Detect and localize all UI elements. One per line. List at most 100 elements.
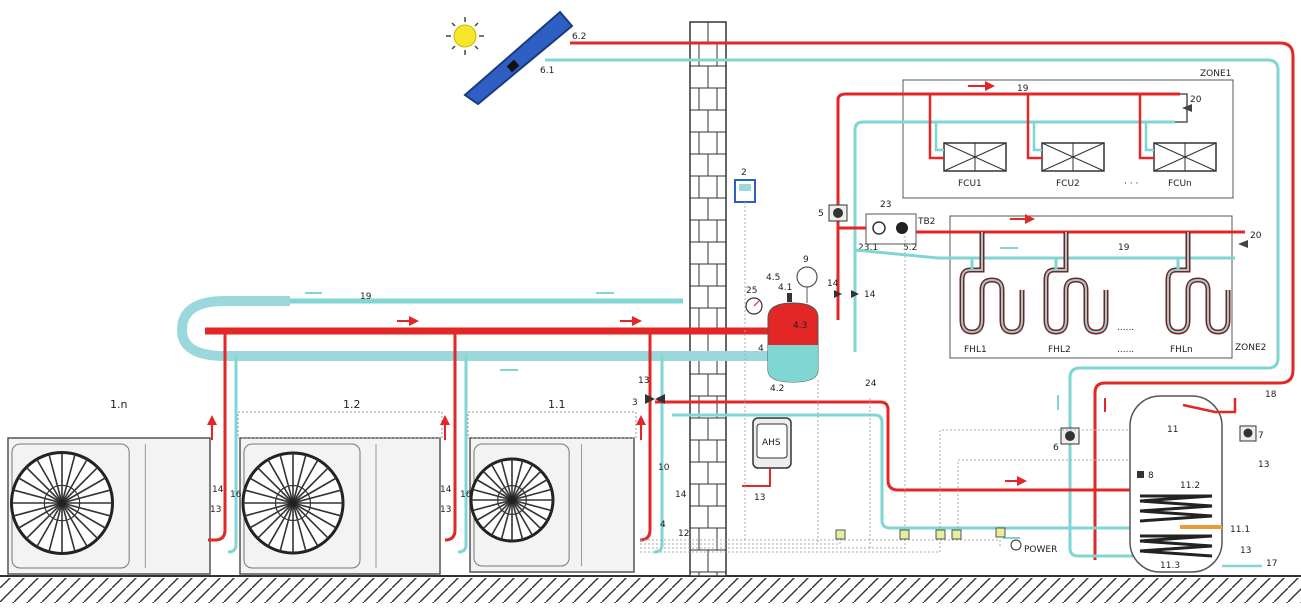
power-icon bbox=[1010, 539, 1022, 551]
label-4-1: 4.1 bbox=[778, 283, 792, 293]
label-13-a: 13 bbox=[638, 376, 649, 386]
expansion-vessel-icon bbox=[796, 266, 818, 288]
label-19-main: 19 bbox=[360, 292, 372, 302]
label-25: 25 bbox=[746, 286, 757, 296]
outdoor-units bbox=[7, 411, 637, 575]
pump-icon bbox=[896, 222, 908, 234]
three-way-valve-icon bbox=[645, 394, 665, 404]
label-17: 17 bbox=[1266, 559, 1277, 569]
fcu-label-3: FCUn bbox=[1168, 179, 1192, 189]
sun-icon bbox=[446, 17, 484, 55]
fhl-label-1: FHL1 bbox=[964, 345, 987, 355]
zone2-title: ZONE2 bbox=[1235, 343, 1266, 353]
fhl-1: FHL1 bbox=[959, 232, 1025, 355]
unit-label-11: 1.1 bbox=[548, 398, 566, 411]
fhl-2: FHL2 bbox=[1043, 232, 1109, 355]
label-14-a: 14 bbox=[827, 279, 839, 289]
zone2-dots-top: ...... bbox=[1117, 323, 1134, 333]
label-23: 23 bbox=[880, 200, 891, 210]
solar-label-top: 6.2 bbox=[572, 32, 586, 42]
label-14-b: 14 bbox=[864, 290, 876, 300]
label-13-c: 13 bbox=[1258, 460, 1269, 470]
dhw-tank: 11 11.2 11.1 11.3 8 bbox=[1129, 395, 1262, 573]
coil-upper-label: 11.2 bbox=[1180, 481, 1200, 491]
label-tb2: TB2 bbox=[917, 217, 935, 227]
label-7: 7 bbox=[1258, 431, 1264, 441]
main-pipe-loop bbox=[176, 296, 768, 361]
dhw-tank-label: 11 bbox=[1167, 425, 1178, 435]
fcu-label-1: FCU1 bbox=[958, 179, 982, 189]
label-19-zone1: 19 bbox=[1017, 84, 1029, 94]
fhl-group: FHL1 FHL2 FHLn bbox=[959, 232, 1231, 355]
unit-labels: 1.n 1.2 1.1 bbox=[110, 398, 566, 411]
label-13-e: 13 bbox=[210, 505, 221, 515]
fhl-label-2: FHL2 bbox=[1048, 345, 1071, 355]
outdoor-unit-3 bbox=[469, 437, 635, 573]
label-4: 4 bbox=[758, 344, 764, 354]
solar-cold-pipe bbox=[545, 58, 1280, 558]
zone1-title: ZONE1 bbox=[1200, 69, 1231, 79]
label-20-zone1: 20 bbox=[1190, 95, 1202, 105]
label-19-zone2: 19 bbox=[1118, 243, 1130, 253]
mixing-valve-icon bbox=[872, 221, 886, 235]
power-supply: POWER bbox=[1010, 539, 1057, 555]
ground bbox=[0, 575, 1301, 603]
fcu-label-2: FCU2 bbox=[1056, 179, 1080, 189]
buffer-tank: 9 4.5 4.1 4.3 4 4.2 bbox=[758, 255, 819, 394]
thermostat: 2 bbox=[734, 168, 756, 203]
label-4-3: 4.3 bbox=[793, 321, 807, 331]
ahs-label: AHS bbox=[762, 438, 781, 448]
coil-lower-label: 11.1 bbox=[1230, 525, 1250, 535]
fcu-1: FCU1 bbox=[928, 94, 1007, 189]
unit-label-1n: 1.n bbox=[110, 398, 127, 411]
label-10: 10 bbox=[658, 463, 670, 473]
bypass-valve-icon bbox=[1182, 104, 1192, 112]
solar-panel-body bbox=[463, 10, 574, 106]
fcu-3: FCUn bbox=[1138, 94, 1217, 189]
solar-panel bbox=[463, 10, 574, 106]
outdoor-unit-1 bbox=[7, 437, 211, 575]
label-12: 12 bbox=[678, 529, 689, 539]
label-14-e: 14 bbox=[440, 485, 452, 495]
fhl-label-3: FHLn bbox=[1170, 345, 1193, 355]
fcu-dots: · · · bbox=[1124, 179, 1138, 189]
label-16-b: 16 bbox=[460, 490, 472, 500]
dhw-pump-7 bbox=[1239, 425, 1257, 442]
label-14-c: 14 bbox=[675, 490, 687, 500]
label-4-b: 4 bbox=[660, 520, 666, 530]
air-vent-icon bbox=[787, 293, 792, 302]
outdoor-unit-2 bbox=[239, 437, 441, 575]
dhw-circuit bbox=[655, 400, 1200, 530]
zone1-box: ZONE1 19 20 bbox=[902, 69, 1234, 199]
label-18: 18 bbox=[1265, 390, 1277, 400]
label-13-f: 13 bbox=[440, 505, 451, 515]
brick-wall bbox=[689, 21, 727, 577]
tank-sensor-label: 8 bbox=[1148, 471, 1154, 481]
pressure-gauge: 25 bbox=[745, 286, 763, 315]
unit-label-12: 1.2 bbox=[343, 398, 361, 411]
label-20-zone2: 20 bbox=[1250, 231, 1262, 241]
zone-risers bbox=[836, 92, 939, 352]
tank-bottom-label: 11.3 bbox=[1160, 561, 1180, 571]
fcu-group: FCU1 FCU2 FCUn · · · bbox=[928, 94, 1217, 189]
pump-5: 5 bbox=[818, 204, 848, 222]
label-2: 2 bbox=[741, 168, 747, 178]
solar-label-bottom: 6.1 bbox=[540, 66, 554, 76]
mixing-station: 23 23.1 5.2 TB2 bbox=[858, 200, 935, 253]
bypass-valve-icon-zone2 bbox=[1238, 240, 1248, 248]
label-24: 24 bbox=[865, 379, 877, 389]
solar-hot-pipe bbox=[570, 41, 1295, 560]
label-16-a: 16 bbox=[230, 490, 242, 500]
label-6: 6 bbox=[1053, 443, 1059, 453]
solar-pump-6 bbox=[1060, 427, 1080, 445]
fcu-2: FCU2 bbox=[1026, 94, 1105, 189]
terminal-blocks bbox=[835, 527, 1006, 540]
zone2-dots-bottom: ...... bbox=[1117, 345, 1134, 355]
label-9: 9 bbox=[803, 255, 809, 265]
unit-connections bbox=[208, 331, 664, 554]
power-label: POWER bbox=[1024, 545, 1057, 555]
label-4-2: 4.2 bbox=[770, 384, 784, 394]
label-5: 5 bbox=[818, 209, 824, 219]
label-4-5: 4.5 bbox=[766, 273, 780, 283]
